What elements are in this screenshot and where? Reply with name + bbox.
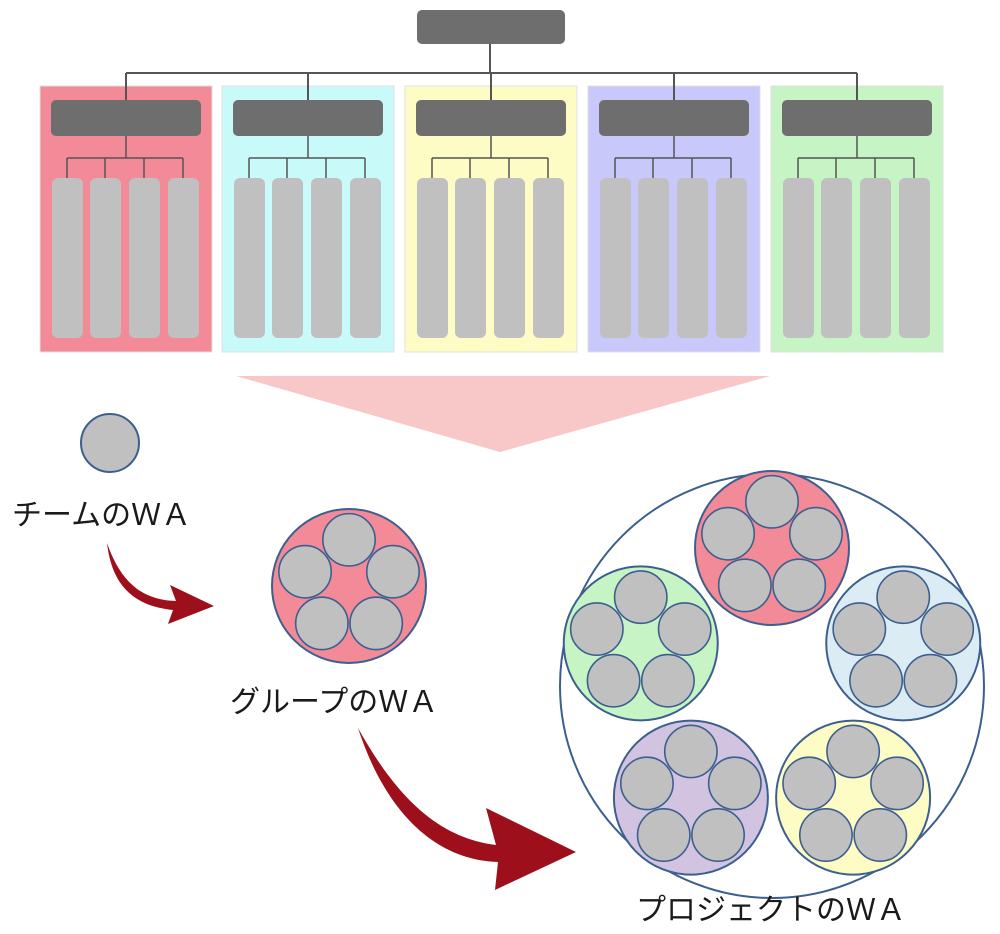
- team-member-box: [234, 178, 265, 338]
- group-leader-box: [782, 100, 932, 136]
- team-circle: [772, 558, 827, 613]
- group-wa-circle: [825, 565, 982, 722]
- team-circle: [294, 596, 349, 651]
- team-member-box: [638, 178, 669, 338]
- team-circle: [826, 724, 881, 779]
- team-member-box: [417, 178, 448, 338]
- group-leader-box: [51, 100, 201, 136]
- team-circle: [853, 808, 908, 863]
- team-circle: [849, 653, 904, 708]
- team-circle: [691, 808, 746, 863]
- team-circle: [701, 506, 756, 561]
- team-member-box: [168, 178, 199, 338]
- group-panel: [39, 73, 213, 353]
- group-panel: [404, 73, 578, 353]
- team-circle: [569, 602, 624, 657]
- org-chart: [39, 10, 944, 353]
- team-member-box: [600, 178, 631, 338]
- team-wa-circle: [80, 413, 140, 473]
- group-leader-box: [599, 100, 749, 136]
- team-member-box: [129, 178, 160, 338]
- team-member-box: [821, 178, 852, 338]
- team-circle: [903, 653, 958, 708]
- team-circle: [278, 544, 333, 599]
- progression-arrows: [107, 543, 576, 890]
- team-member-box: [272, 178, 303, 338]
- team-member-box: [494, 178, 525, 338]
- team-member-box: [350, 178, 381, 338]
- team-circle: [640, 653, 695, 708]
- team-circle: [782, 756, 837, 811]
- arrow-team-to-group: [107, 543, 214, 624]
- team-circle: [920, 602, 975, 657]
- team-circle: [876, 570, 931, 625]
- team-circle: [717, 558, 772, 613]
- funnel-arrow: [236, 376, 770, 452]
- group-panel: [587, 73, 761, 353]
- group-leader-box: [416, 100, 566, 136]
- team-circle: [870, 756, 925, 811]
- team-member-box: [90, 178, 121, 338]
- team-member-box: [677, 178, 708, 338]
- group-panel: [221, 73, 395, 353]
- team-member-box: [311, 178, 342, 338]
- team-circle: [832, 602, 887, 657]
- group-wa-circle: [562, 565, 719, 722]
- team-member-box: [716, 178, 747, 338]
- group-wa-label: グループのＷＡ: [230, 685, 438, 720]
- team-circle: [636, 808, 691, 863]
- team-circle: [657, 602, 712, 657]
- group-wa-circle: [612, 719, 769, 876]
- team-circle: [322, 512, 376, 567]
- team-circle: [586, 653, 641, 708]
- team-member-box: [455, 178, 486, 338]
- team-circle: [707, 756, 762, 811]
- team-wa-label: チームのＷＡ: [12, 498, 191, 533]
- team-circle: [798, 808, 853, 863]
- team-circle: [745, 474, 799, 529]
- wa-circles: [80, 413, 985, 899]
- group-wa-circle: [775, 719, 932, 876]
- top-manager-box: [417, 10, 565, 44]
- team-member-box: [533, 178, 564, 338]
- team-circle: [613, 570, 668, 625]
- team-circle: [349, 596, 404, 651]
- team-circle: [663, 724, 718, 779]
- group-leader-box: [233, 100, 383, 136]
- team-member-box: [783, 178, 814, 338]
- team-circle: [788, 506, 843, 561]
- team-member-box: [52, 178, 83, 338]
- group-wa-circle: [694, 470, 850, 626]
- team-member-box: [899, 178, 930, 338]
- project-wa-label: プロジェクトのＷＡ: [636, 893, 906, 928]
- team-circle: [619, 756, 674, 811]
- group-panel: [770, 73, 944, 353]
- group-wa-circle: [271, 508, 427, 664]
- arrow-group-to-project: [358, 728, 576, 890]
- team-member-box: [860, 178, 891, 338]
- team-circle: [365, 544, 420, 599]
